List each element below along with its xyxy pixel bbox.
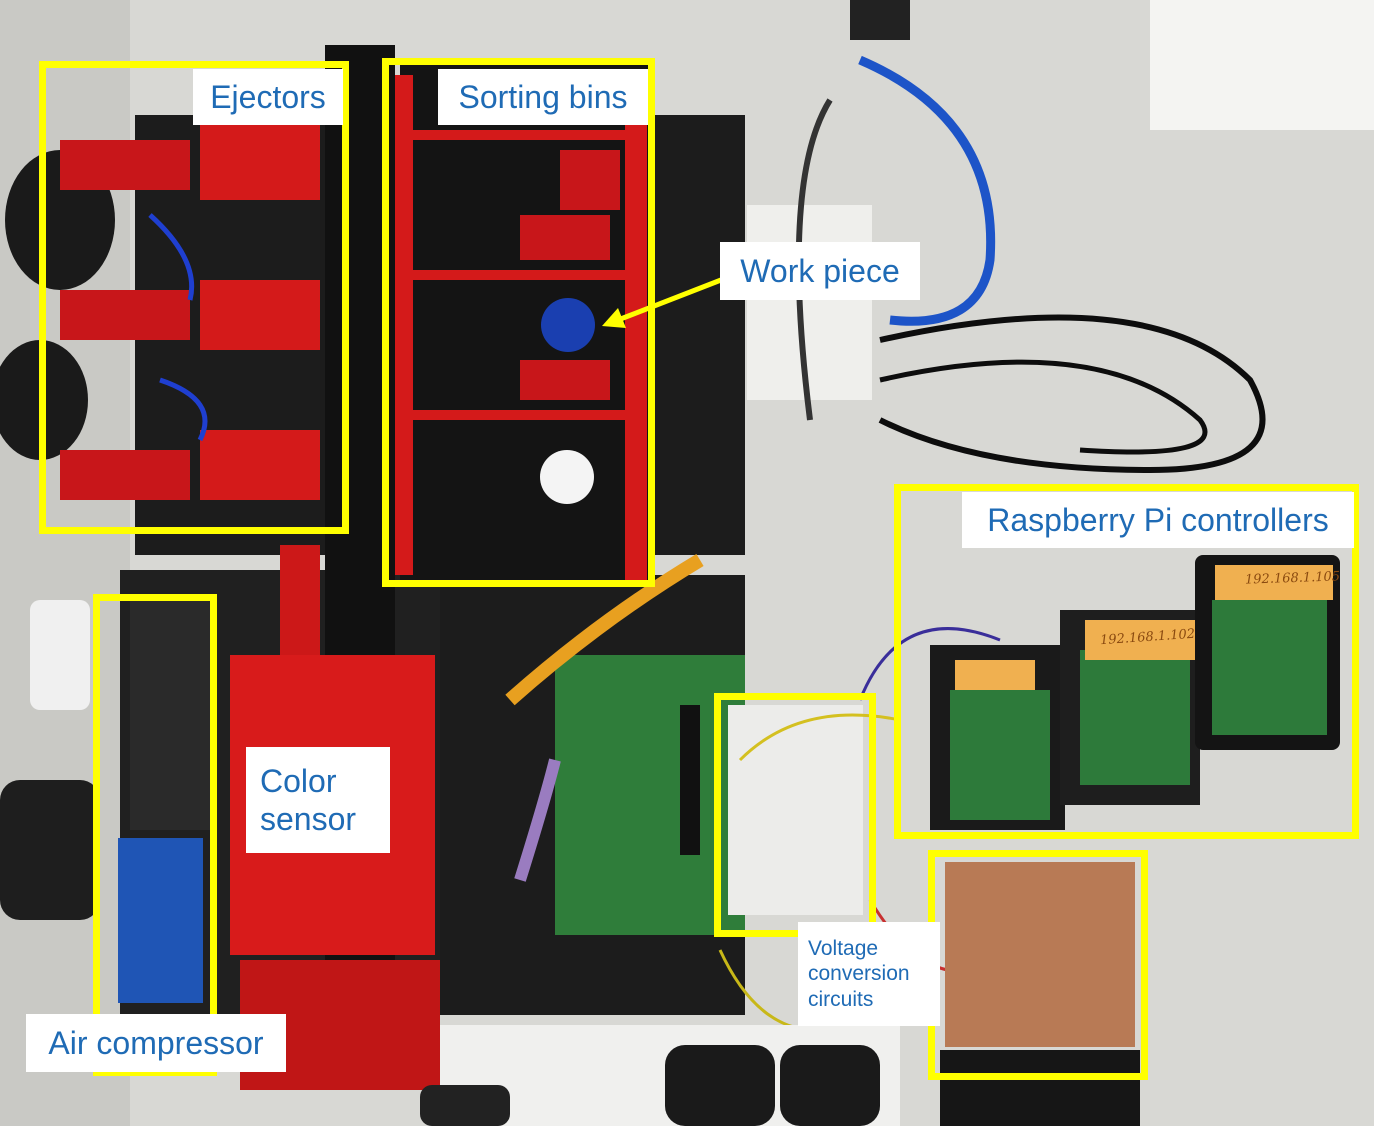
voltage-label-line2: conversion: [808, 962, 910, 986]
voltage-label-line1: Voltage: [808, 937, 879, 961]
raspberry-pi-label: Raspberry Pi controllers: [962, 492, 1354, 548]
air-compressor-label: Air compressor: [26, 1014, 286, 1072]
work-piece-label: Work piece: [720, 242, 920, 300]
voltage-label-line3: circuits: [808, 987, 874, 1011]
color-sensor-label: Color sensor: [246, 747, 390, 853]
ejectors-label: Ejectors: [193, 69, 343, 125]
sorting-bins-highlight-box: [382, 58, 655, 587]
color-sensor-label-line1: Color: [260, 762, 337, 799]
raspberry-pi-highlight-box: [894, 484, 1359, 839]
ejectors-highlight-box: [39, 61, 349, 534]
air-compressor-highlight-box: [93, 594, 217, 1076]
perfboard-highlight-box: [928, 850, 1148, 1080]
voltage-conversion-label: Voltage conversion circuits: [798, 922, 940, 1026]
voltage-conversion-highlight-box: [714, 693, 876, 937]
color-sensor-label-line2: sensor: [260, 801, 357, 837]
sorting-bins-label: Sorting bins: [438, 69, 648, 125]
